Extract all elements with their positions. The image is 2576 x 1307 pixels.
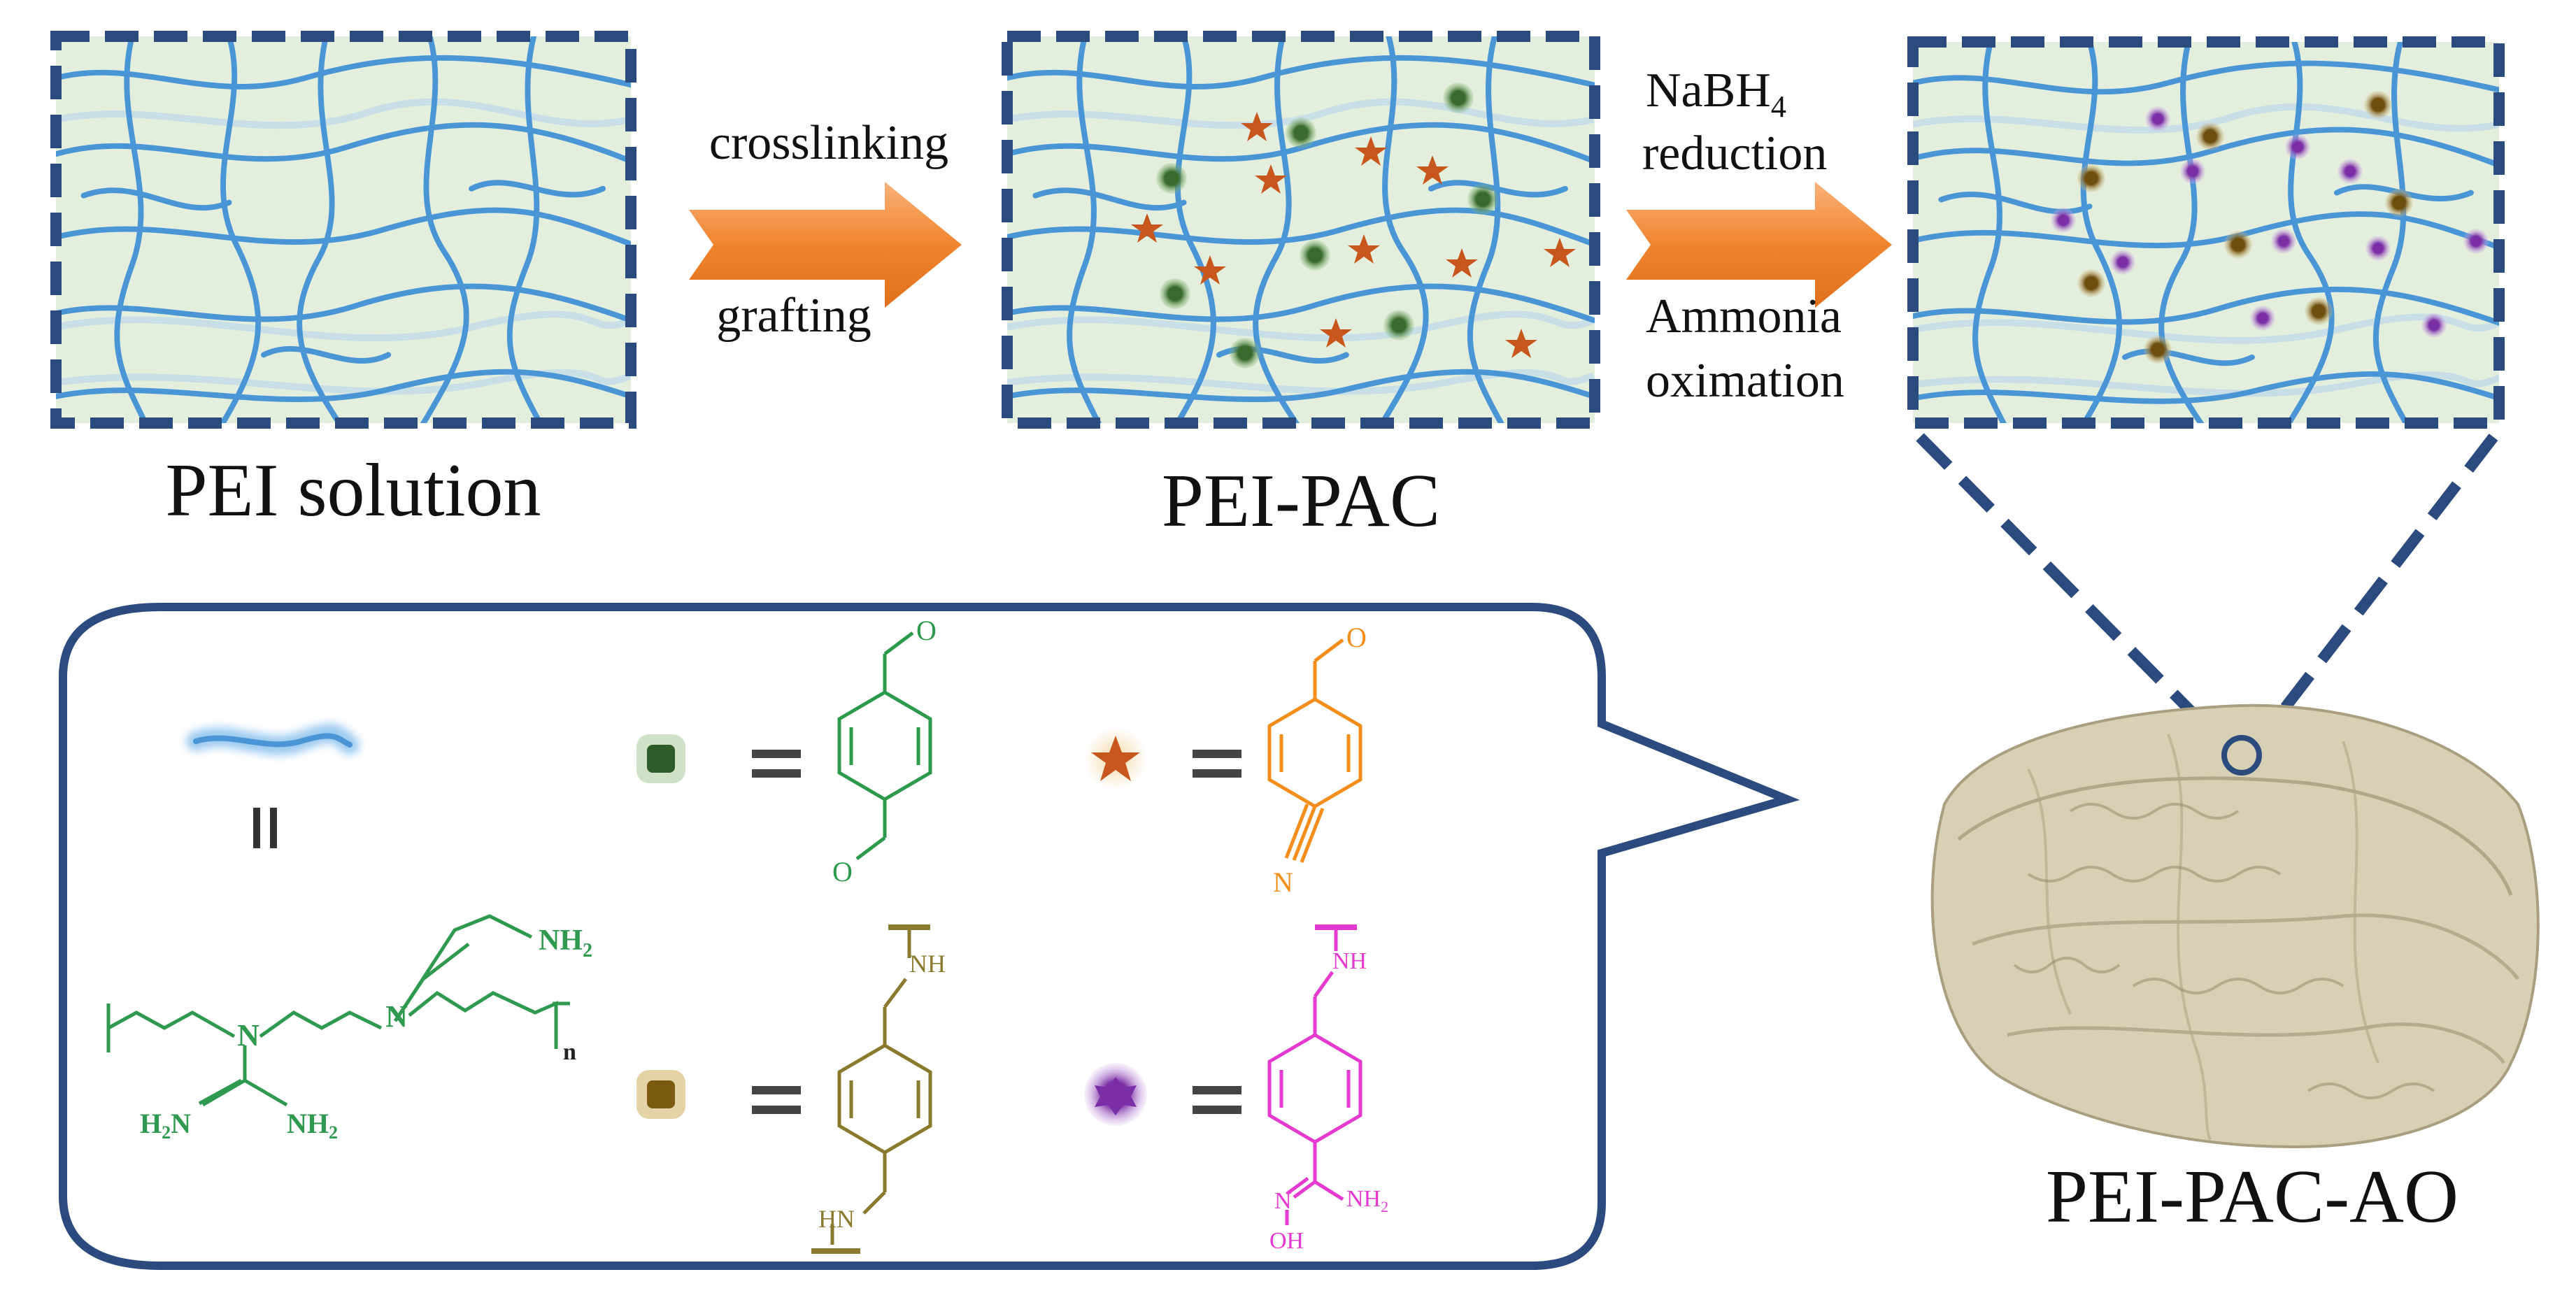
legend-bubble <box>59 603 1800 1270</box>
amidoxime-labels: NH N OH NH2 <box>1269 948 1388 1254</box>
legend-green-node <box>636 734 801 783</box>
step2-label-oximation: oximation <box>1646 354 1844 408</box>
caption-pei-pac-ao: PEI-PAC-AO <box>2045 1155 2459 1238</box>
legend-pei-chain <box>186 723 360 848</box>
reduced-linker-labels: NH HN <box>818 950 946 1233</box>
caption-pei-pac: PEI-PAC <box>1161 459 1441 543</box>
crosslink-nodes-panel2 <box>1156 83 1498 369</box>
legend-purple-node <box>1084 1063 1241 1126</box>
pei-repeat-n: n <box>563 1039 576 1065</box>
step2-label-reduction: reduction <box>1642 127 1828 180</box>
zoom-lines <box>1916 433 2498 745</box>
panel-pei-solution <box>50 31 636 429</box>
pei-h2n-left: H2N <box>140 1108 191 1143</box>
amidoxime-nh2: NH2 <box>1346 1186 1388 1215</box>
cyanobenzaldehyde-labels: O N <box>1273 622 1367 898</box>
dialdehyde-structure <box>837 631 932 860</box>
cyano-n: N <box>1273 866 1293 898</box>
step2-label-nabh4: NaBH4 <box>1646 64 1786 124</box>
reduced-hn-bottom: HN <box>818 1205 855 1233</box>
step1-label-grafting: grafting <box>716 289 871 343</box>
pei-structure <box>106 914 570 1107</box>
cyanobenzaldehyde-structure <box>1267 638 1362 863</box>
amidoxime-structure <box>1267 930 1362 1225</box>
legend-star <box>1084 727 1241 790</box>
reduced-nh-top: NH <box>909 950 946 978</box>
stars-panel2 <box>1131 112 1576 358</box>
amidoxime-nh-top: NH <box>1332 948 1367 974</box>
panel-pei-pac <box>1002 31 1600 429</box>
step1-label-crosslinking: crosslinking <box>709 116 949 170</box>
step2-label-ammonia: Ammonia <box>1646 290 1842 343</box>
arrow-step2 <box>1626 182 1892 308</box>
amidoxime-sites-panel3 <box>2051 106 2489 338</box>
dialdehyde-labels: O O <box>832 615 937 887</box>
amidoxime-oh: OH <box>1269 1228 1304 1254</box>
pei-nh2-right: NH2 <box>287 1108 338 1143</box>
legend-brown-node <box>636 1070 801 1119</box>
amidoxime-n: N <box>1274 1188 1292 1214</box>
sponge-monolith <box>1930 704 2540 1149</box>
cyano-o-top: O <box>1346 622 1367 653</box>
dialdehyde-o-top: O <box>916 615 937 646</box>
reduced-linker-structure <box>830 930 932 1245</box>
crosslink-nodes-panel3 <box>2077 91 2413 364</box>
dialdehyde-o-bottom: O <box>832 856 853 887</box>
caption-pei-solution: PEI solution <box>165 449 541 532</box>
pei-n1: N <box>237 1018 259 1052</box>
pei-structure-labels: N N NH2 n H2N NH2 <box>140 924 592 1143</box>
amidoxime-caps <box>1315 924 1357 930</box>
pei-n2: N <box>385 999 408 1034</box>
arrow-step1 <box>689 182 962 308</box>
panel-pei-pac-ao <box>1907 36 2505 429</box>
reduced-linker-caps <box>811 924 930 1254</box>
pei-nh2-top: NH2 <box>539 924 592 962</box>
